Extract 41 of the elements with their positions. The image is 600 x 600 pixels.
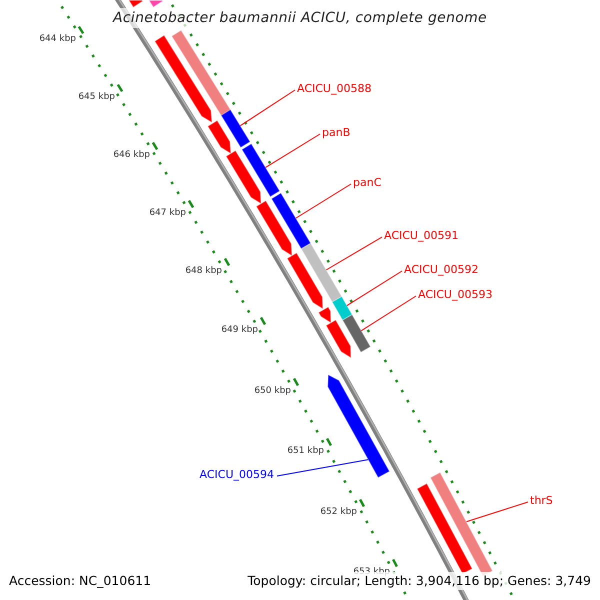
gene-label: panB xyxy=(322,126,350,140)
gene-feature xyxy=(256,200,292,257)
leader-line xyxy=(276,459,369,476)
leader-line xyxy=(295,184,352,219)
scale-label: 650 kbp xyxy=(254,386,291,397)
leader-line xyxy=(346,270,402,306)
scale-label: 644 kbp xyxy=(39,34,76,45)
scale-label: 645 kbp xyxy=(78,92,115,103)
gene-feature xyxy=(225,150,262,205)
gene-label: ACICU_00592 xyxy=(404,263,478,277)
gene-bar xyxy=(416,482,473,574)
gene-feature xyxy=(325,319,352,359)
gene-bar xyxy=(342,314,372,353)
gene-bar xyxy=(241,143,280,198)
gene-bar xyxy=(171,30,232,118)
scale-label: 649 kbp xyxy=(221,325,258,336)
gene-label: ACICU_00591 xyxy=(384,229,458,243)
gene-label: ACICU_00593 xyxy=(418,288,492,302)
gene-bar xyxy=(332,296,353,321)
gene-bar xyxy=(220,108,251,148)
leader-line xyxy=(466,502,528,522)
gene-feature xyxy=(154,34,212,124)
gene-feature xyxy=(207,120,232,154)
scale-label: 648 kbp xyxy=(185,266,222,277)
leader-line xyxy=(360,296,416,332)
gene-label: thrS xyxy=(530,494,553,508)
gene-feature xyxy=(286,252,324,310)
gene-bar xyxy=(300,242,342,303)
scale-label: 646 kbp xyxy=(113,150,150,161)
gene-label: ACICU_00594 xyxy=(200,468,274,482)
scale-label: 651 kbp xyxy=(287,446,324,457)
leader-line xyxy=(240,90,296,126)
gene-label: ACICU_00588 xyxy=(297,82,372,96)
gene-label: panC xyxy=(353,176,382,190)
leader-line xyxy=(326,236,382,270)
gene-bar xyxy=(270,192,312,250)
leader-line xyxy=(265,134,320,168)
scale-label: 647 kbp xyxy=(149,208,186,219)
scale-label: 652 kbp xyxy=(320,507,357,518)
footer-text: Topology: circular; Length: 3,904,116 bp; Genes: 3,749 xyxy=(246,572,593,590)
gene-feature xyxy=(327,374,390,478)
